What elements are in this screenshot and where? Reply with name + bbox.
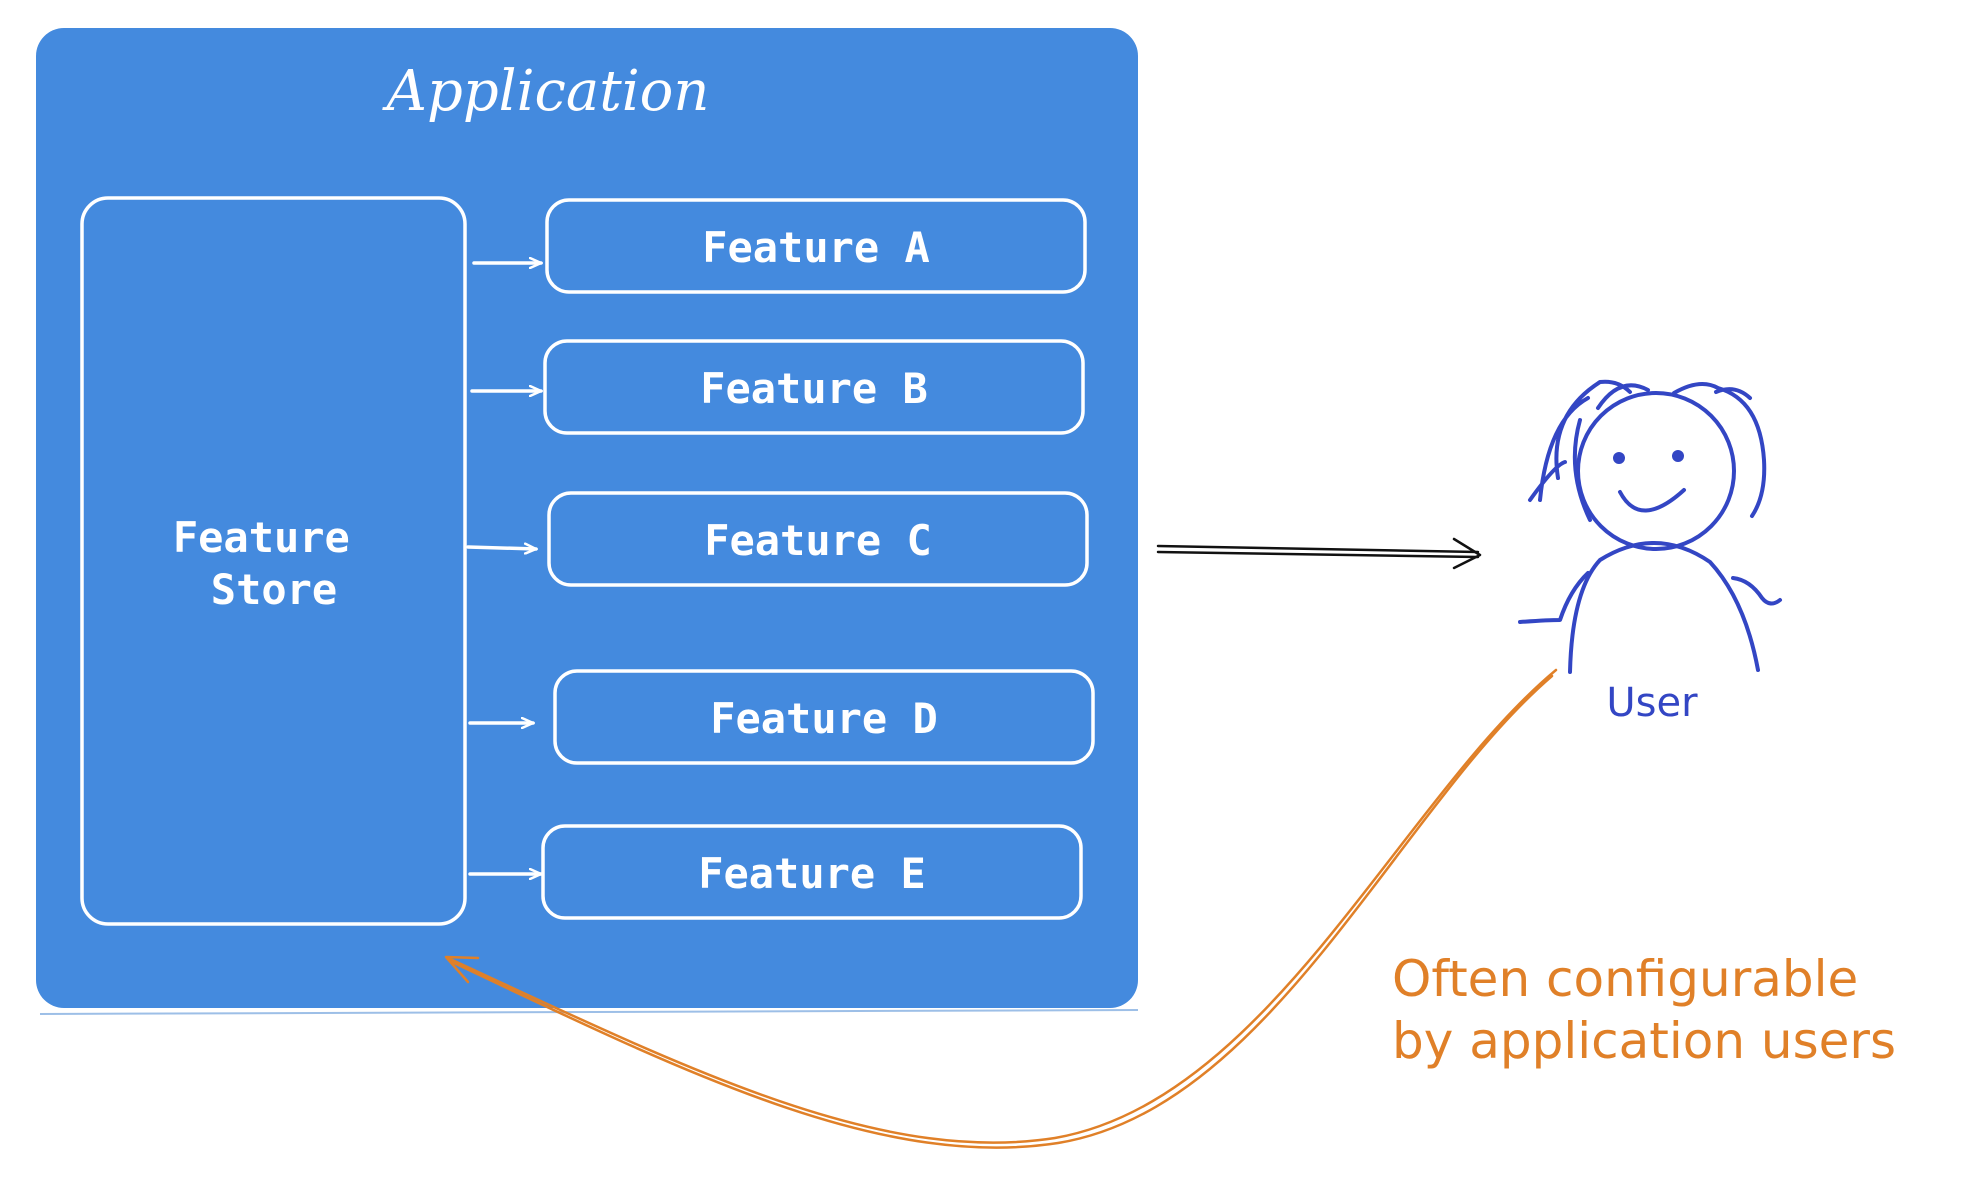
feature-c-box — [547, 491, 1089, 587]
user-eye-left — [1613, 452, 1625, 464]
feature-b-box — [543, 339, 1085, 435]
application-title: Application — [382, 59, 710, 124]
feature-d-box — [553, 669, 1095, 765]
feature-store-box — [80, 196, 467, 926]
user-smile — [1618, 488, 1686, 513]
user-hair-right — [1672, 382, 1767, 518]
feature-store-label: Feature Store — [173, 513, 375, 614]
arrow-to-user — [1156, 537, 1482, 570]
feature-store-label-line1: Feature — [173, 513, 350, 562]
configurable-note-line1: Often configurable — [1392, 950, 1858, 1008]
feature-d-label: Feature D — [710, 694, 938, 743]
feature-store: Feature Store — [80, 196, 467, 926]
feature-a: Feature A — [472, 198, 1087, 294]
feature-c-label: Feature C — [704, 516, 932, 565]
configurable-note: Often configurable by application users — [1392, 950, 1896, 1070]
user-eye-right — [1672, 450, 1684, 462]
user-head — [1576, 391, 1736, 551]
feature-e: Feature E — [468, 824, 1083, 920]
configure-arrow — [444, 668, 1558, 1149]
user-body — [1568, 541, 1760, 674]
user-arm-right — [1731, 576, 1782, 606]
feature-b-label: Feature B — [700, 364, 928, 413]
feature-a-box — [545, 198, 1087, 294]
feature-d: Feature D — [468, 669, 1095, 765]
configurable-note-line2: by application users — [1392, 1012, 1896, 1070]
feature-e-label: Feature E — [698, 849, 926, 898]
user-arm-left — [1518, 571, 1590, 624]
feature-c: Feature C — [466, 491, 1089, 587]
feature-a-label: Feature A — [702, 223, 930, 272]
user-figure: User — [1518, 379, 1782, 726]
feature-e-box — [541, 824, 1083, 920]
user-hair-left — [1528, 379, 1650, 522]
user-label: User — [1606, 680, 1698, 726]
arrow-to-feature-c — [466, 547, 536, 549]
feature-store-label-line2: Store — [211, 565, 337, 614]
feature-b: Feature B — [470, 339, 1085, 435]
